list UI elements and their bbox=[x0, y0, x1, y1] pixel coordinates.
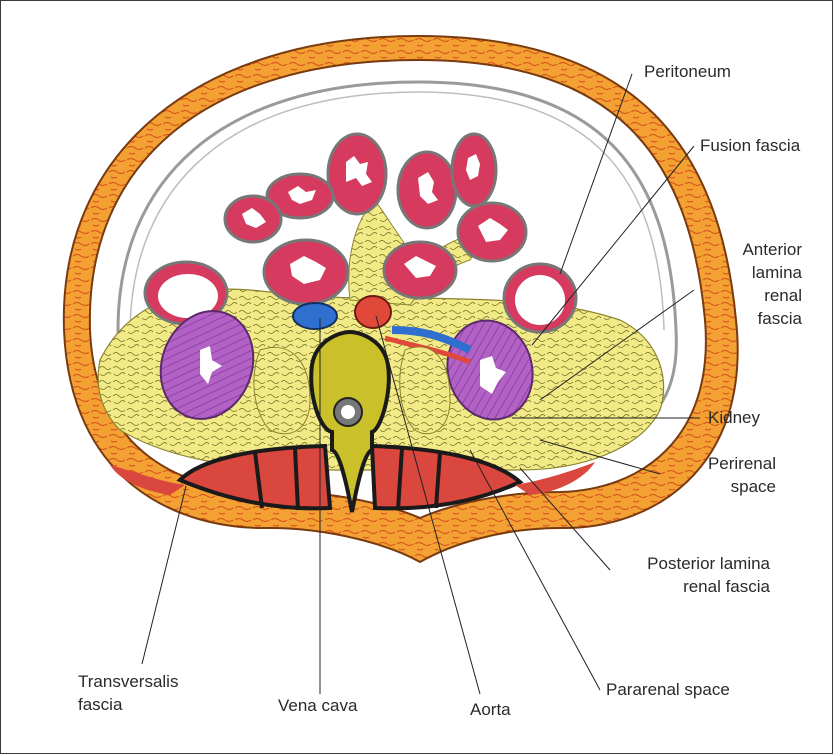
label-posterior-lamina: Posterior lamina renal fascia bbox=[612, 552, 770, 598]
bowel-loop bbox=[265, 172, 335, 220]
label-line: Transversalis bbox=[78, 672, 179, 691]
label-line: space bbox=[730, 477, 776, 496]
colon-right bbox=[502, 262, 578, 334]
leader-transversalis-fascia bbox=[141, 485, 187, 665]
label-anterior-lamina: Anterior lamina renal fascia bbox=[690, 238, 802, 330]
leader-perirenal-space bbox=[539, 439, 661, 475]
leader-anterior-lamina bbox=[539, 289, 695, 401]
label-transversalis-fascia: Transversalis fascia bbox=[78, 670, 178, 716]
psoas-region bbox=[253, 346, 451, 435]
label-perirenal-space: Perirenal space bbox=[660, 452, 776, 498]
label-peritoneum: Peritoneum bbox=[644, 62, 731, 81]
bowel-loop bbox=[450, 132, 498, 208]
label-fusion-fascia: Fusion fascia bbox=[700, 136, 801, 155]
label-line: renal bbox=[764, 286, 802, 305]
leader-aorta bbox=[375, 315, 481, 695]
left-kidney bbox=[159, 310, 255, 420]
label-line: fascia bbox=[757, 309, 802, 328]
label-vena-cava: Vena cava bbox=[278, 696, 358, 715]
vena-cava bbox=[292, 302, 338, 330]
label-line: fascia bbox=[78, 695, 123, 714]
label-line: Posterior lamina bbox=[647, 554, 770, 573]
leader-lines bbox=[141, 73, 700, 695]
label-line: lamina bbox=[751, 263, 802, 282]
bowel-loop bbox=[396, 150, 458, 230]
label-kidney: Kidney bbox=[708, 408, 760, 427]
label-line: Perirenal bbox=[707, 454, 776, 473]
bowel-loop bbox=[262, 238, 350, 306]
label-line: renal fascia bbox=[683, 577, 770, 596]
bowel-loop bbox=[223, 194, 283, 244]
leader-pararenal-space bbox=[469, 449, 601, 691]
bowel-loop bbox=[456, 201, 528, 263]
label-line: Anterior bbox=[742, 240, 802, 259]
label-aorta: Aorta bbox=[470, 700, 511, 719]
leader-fusion-fascia bbox=[531, 145, 695, 346]
back-muscles bbox=[110, 443, 595, 511]
leader-posterior-lamina bbox=[519, 467, 611, 571]
label-pararenal-space: Pararenal space bbox=[606, 680, 730, 699]
bowel-loop bbox=[326, 132, 388, 216]
bowel-loop bbox=[382, 240, 458, 300]
leader-peritoneum bbox=[559, 73, 633, 275]
colon-left bbox=[143, 260, 229, 326]
bowel-loops bbox=[143, 132, 578, 334]
aorta bbox=[354, 295, 392, 329]
